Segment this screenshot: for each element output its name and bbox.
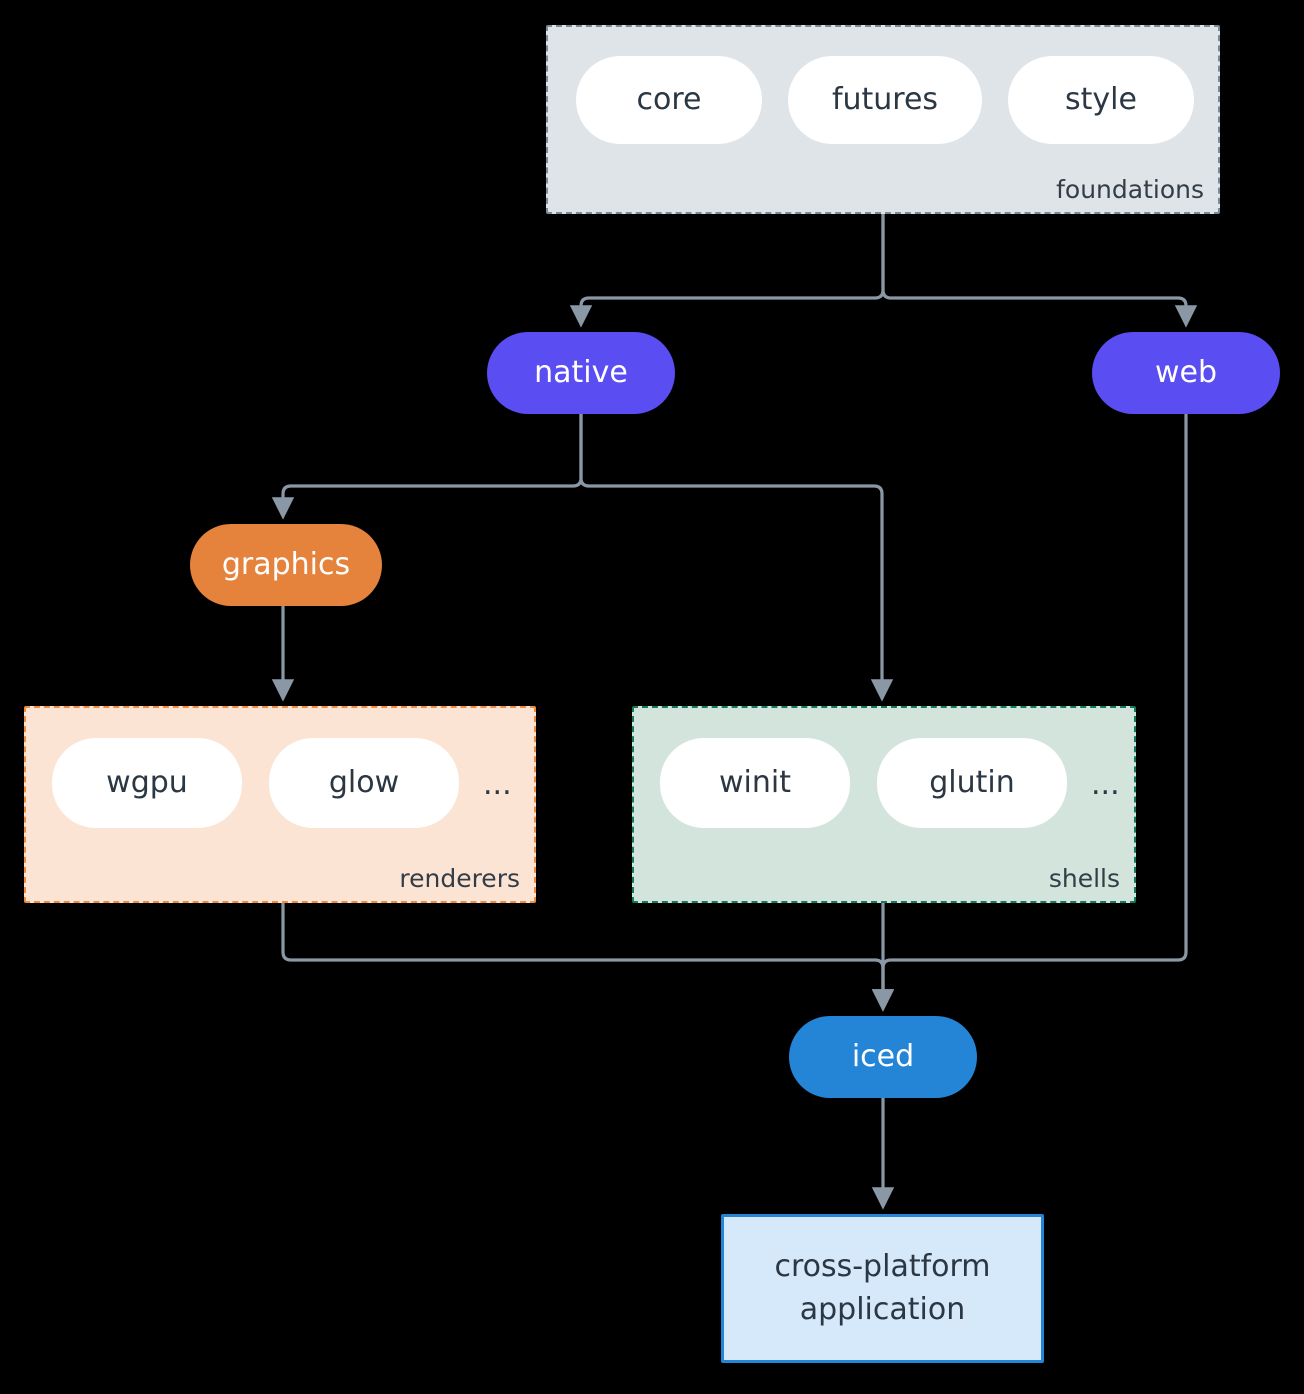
node-iced[interactable]: iced (789, 1016, 977, 1098)
edge-renderers-iced (281, 901, 895, 1012)
node-graphics[interactable]: graphics (190, 524, 382, 606)
cluster-foundations: core futures style foundations (546, 25, 1220, 214)
node-iced-label: iced (851, 1039, 915, 1074)
node-wgpu-label: wgpu (106, 765, 188, 800)
node-style[interactable]: style (1008, 56, 1194, 144)
node-core[interactable]: core (576, 56, 762, 144)
cluster-renderers-label: renderers (399, 864, 520, 893)
node-glow-label: glow (328, 765, 400, 800)
node-native-label: native (534, 355, 628, 390)
node-glow[interactable]: glow (269, 738, 459, 828)
cluster-shells-label: shells (1048, 864, 1120, 893)
node-glutin-label: glutin (929, 765, 1015, 800)
node-cross-platform-application[interactable]: cross-platform application (721, 1214, 1044, 1363)
node-application-line1: cross-platform (774, 1248, 991, 1284)
node-web-label: web (1154, 355, 1218, 390)
node-renderers-ellipsis: ... (483, 767, 512, 802)
node-graphics-label: graphics (221, 547, 351, 582)
edge-native-graphics (271, 412, 583, 520)
edge-foundations-web (881, 212, 1198, 328)
node-shells-ellipsis: ... (1091, 767, 1120, 802)
edge-foundations-native (569, 212, 885, 328)
node-futures-label: futures (831, 82, 939, 117)
edge-native-shells (579, 412, 894, 702)
node-core-label: core (636, 82, 702, 117)
node-winit-label: winit (719, 765, 791, 800)
node-wgpu[interactable]: wgpu (52, 738, 242, 828)
node-glutin[interactable]: glutin (877, 738, 1067, 828)
node-style-label: style (1065, 82, 1137, 117)
node-futures[interactable]: futures (788, 56, 982, 144)
node-application-line2: application (799, 1291, 966, 1327)
cluster-shells: winit glutin ... shells (632, 706, 1136, 903)
cluster-renderers: wgpu glow ... renderers (24, 706, 536, 903)
node-web[interactable]: web (1092, 332, 1280, 414)
node-native[interactable]: native (487, 332, 675, 414)
cluster-foundations-label: foundations (1056, 175, 1204, 204)
node-winit[interactable]: winit (660, 738, 850, 828)
